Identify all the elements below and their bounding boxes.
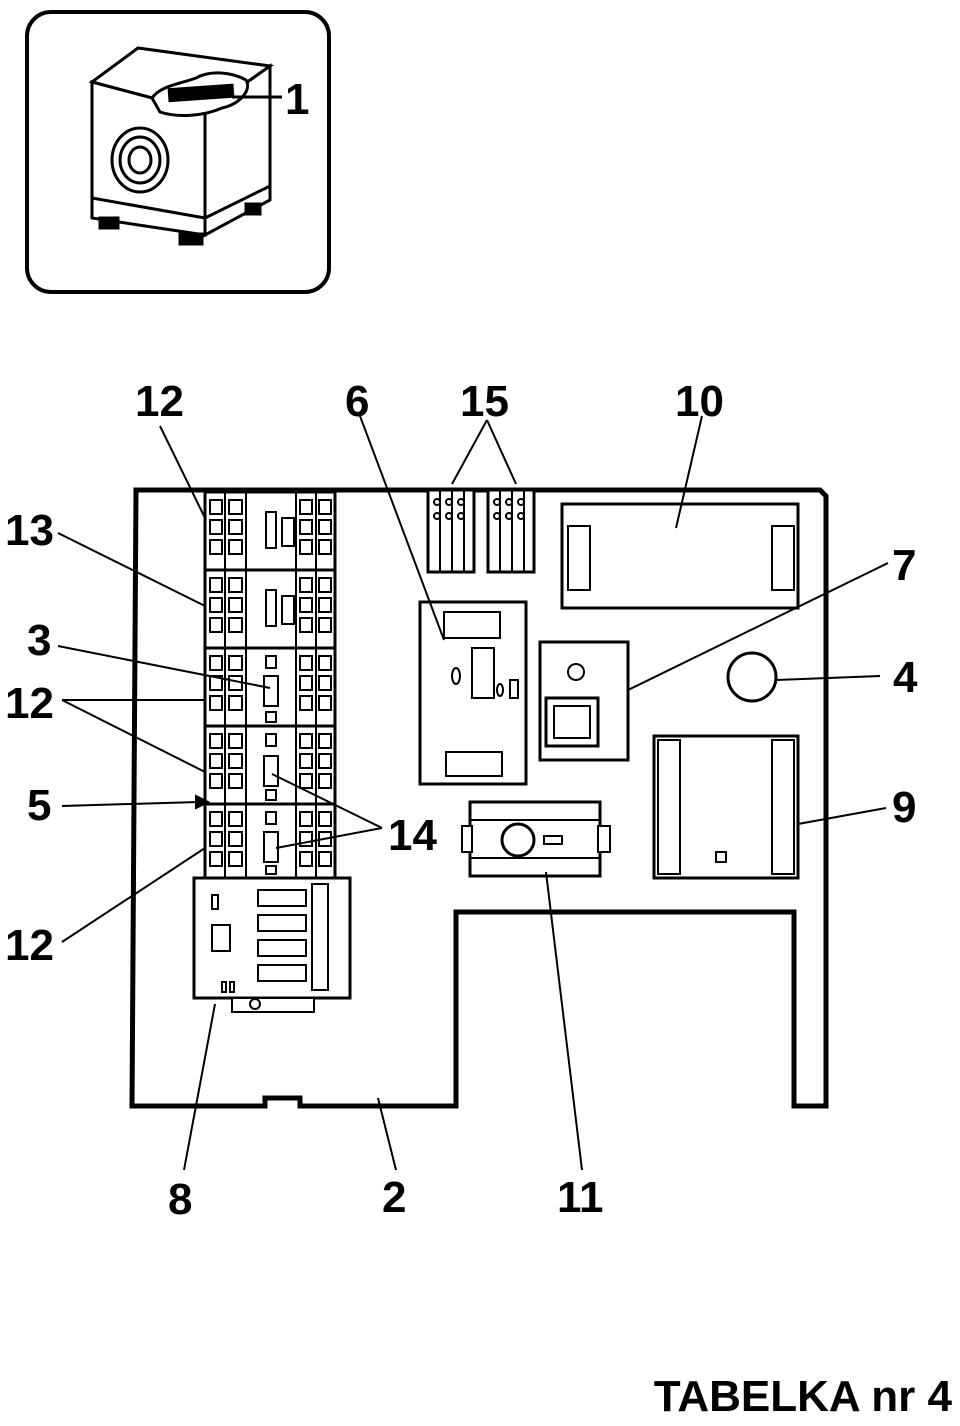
callout-10: 10	[675, 377, 724, 426]
module-9	[652, 734, 800, 880]
component-4	[726, 651, 778, 703]
relay-board-8	[192, 876, 352, 1013]
module-10	[560, 502, 800, 610]
callout-4: 4	[893, 653, 918, 702]
connectors-15	[426, 488, 536, 574]
callout-9: 9	[892, 783, 916, 832]
leader-lines	[57, 415, 889, 1171]
callout-11: 11	[557, 1173, 604, 1222]
callout-6: 6	[345, 377, 369, 426]
callout-14: 14	[388, 811, 437, 860]
callout-12-top: 12	[135, 377, 184, 426]
module-6	[418, 600, 528, 786]
fuse-box-marker	[167, 83, 235, 103]
callout-5: 5	[27, 781, 51, 830]
callout-8: 8	[168, 1175, 192, 1224]
fuse-strip	[203, 490, 337, 880]
callout-12-mid: 12	[5, 679, 54, 728]
callout-2: 2	[382, 1173, 406, 1222]
appliance-illustration	[88, 46, 274, 246]
center-fuses	[263, 511, 295, 875]
callout-13: 13	[5, 506, 54, 555]
callout-15: 15	[460, 377, 509, 426]
table-caption: TABELKA nr 4	[653, 1372, 952, 1421]
module-11	[461, 800, 611, 878]
callout-3: 3	[27, 616, 51, 665]
callout-labels: 12 6 15 10 13 7 3 12 4 5 9 14 12 8 2 11	[5, 377, 918, 1224]
callout-7: 7	[892, 541, 916, 590]
inset-panel: 1	[25, 10, 331, 294]
module-7	[538, 640, 630, 762]
panel-outline	[129, 487, 829, 1109]
callout-1: 1	[285, 75, 309, 124]
callout-12-bottom: 12	[5, 921, 54, 970]
